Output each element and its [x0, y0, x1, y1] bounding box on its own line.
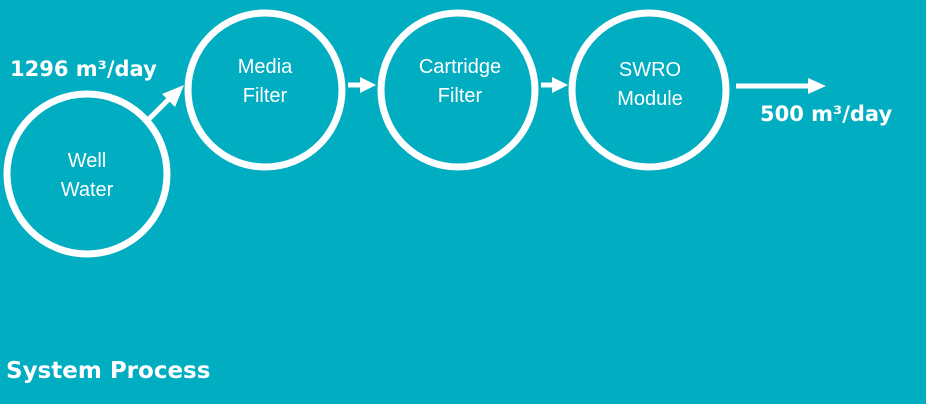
arrow-swro-outflow	[736, 78, 826, 94]
arrow-media-to-cartridge	[348, 77, 376, 93]
well-water-node	[3, 90, 171, 258]
cartridge-filter-node	[377, 9, 539, 171]
media-filter-node	[184, 9, 346, 171]
well-water-label: Well Water	[60, 150, 114, 201]
cartridge-filter-label: Cartridge Filter	[418, 56, 502, 107]
swro-module-node	[568, 9, 730, 171]
arrow-cartridge-to-swro	[541, 77, 568, 93]
outflow-rate-label: 500 m³/day	[760, 102, 893, 126]
inflow-rate-label: 1296 m³/day	[10, 57, 157, 81]
swro-module-label: SWRO Module	[617, 59, 683, 110]
media-filter-label: Media Filter	[237, 56, 293, 107]
section-title: System Process	[6, 358, 211, 384]
arrow-well-to-media	[146, 85, 184, 122]
